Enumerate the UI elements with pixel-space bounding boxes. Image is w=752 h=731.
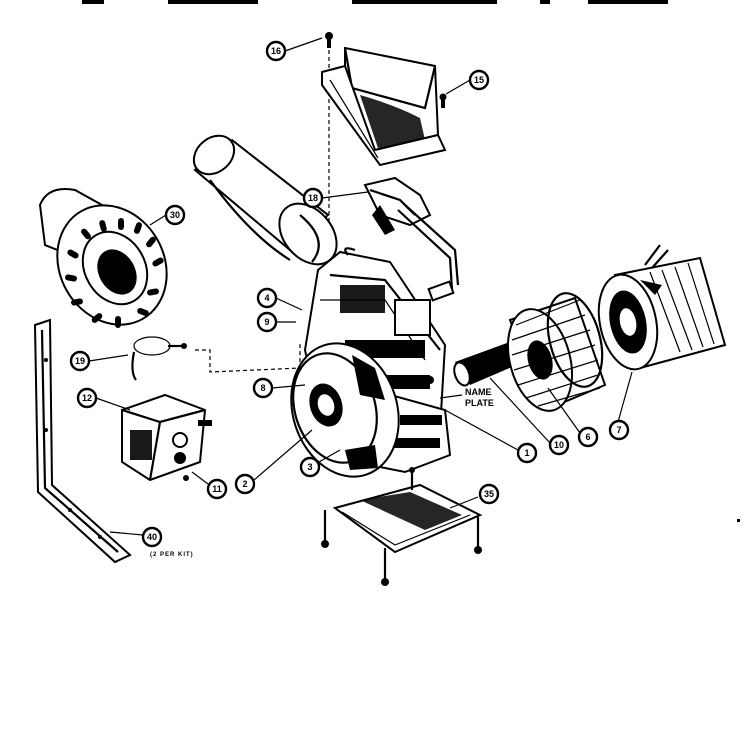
screw-part-15	[439, 93, 447, 108]
callout-19: 19	[69, 350, 91, 372]
svg-text:10: 10	[554, 440, 564, 450]
mounting-bracket-part-40	[33, 318, 132, 564]
screw-part-16	[325, 32, 333, 48]
bracket-quantity-note: (2 PER KIT)	[150, 552, 194, 558]
air-tube	[192, 134, 338, 266]
callout-12: 12	[76, 387, 98, 409]
svg-text:3: 3	[307, 462, 312, 472]
svg-text:35: 35	[484, 489, 494, 499]
fuel-pump	[121, 393, 212, 482]
svg-text:30: 30	[170, 210, 180, 220]
svg-text:8: 8	[260, 383, 265, 393]
callout-11: 11	[206, 478, 228, 500]
air-band-assembly	[290, 342, 400, 478]
callout-18: 18	[302, 187, 324, 209]
svg-text:1: 1	[524, 448, 529, 458]
name-plate-leader	[439, 394, 463, 399]
blower-wheel-part-6	[507, 292, 607, 412]
svg-text:19: 19	[75, 356, 85, 366]
callout-16: 16	[265, 40, 287, 62]
electrode-assembly	[363, 176, 460, 302]
callout-1: 1	[516, 442, 538, 464]
combustion-head-part-30	[38, 188, 168, 328]
callout-4: 4	[256, 287, 278, 309]
svg-text:40: 40	[147, 532, 157, 542]
svg-text:4: 4	[264, 293, 269, 303]
cad-cell-part-19	[131, 336, 187, 381]
callout-9: 9	[256, 311, 278, 333]
svg-text:7: 7	[616, 425, 621, 435]
svg-text:2: 2	[242, 479, 247, 489]
callout-7: 7	[608, 419, 630, 441]
callout-8: 8	[252, 377, 274, 399]
ignition-transformer	[321, 46, 447, 167]
svg-text:15: 15	[474, 75, 484, 85]
callout-3: 3	[299, 456, 321, 478]
callout-6: 6	[577, 426, 599, 448]
callout-30: 30	[164, 204, 186, 226]
callout-40: 40	[141, 526, 163, 548]
svg-text:16: 16	[271, 46, 281, 56]
callout-15: 15	[468, 69, 490, 91]
dashed-alignment-19	[195, 342, 301, 373]
callout-10: 10	[548, 434, 570, 456]
callout-2: 2	[234, 473, 256, 495]
svg-text:6: 6	[585, 432, 590, 442]
stray-mark	[737, 519, 740, 522]
motor-part-7	[597, 244, 727, 371]
name-plate-label-line1: NAME	[465, 387, 492, 397]
svg-text:9: 9	[264, 317, 269, 327]
base-plate-part-35	[321, 467, 483, 586]
name-plate-label-line2: PLATE	[465, 398, 494, 408]
svg-text:12: 12	[82, 393, 92, 403]
svg-text:18: 18	[308, 193, 318, 203]
svg-text:11: 11	[212, 484, 222, 494]
leader-lines	[88, 37, 633, 536]
cropped-header-fragments	[82, 0, 668, 4]
callout-35: 35	[478, 483, 500, 505]
